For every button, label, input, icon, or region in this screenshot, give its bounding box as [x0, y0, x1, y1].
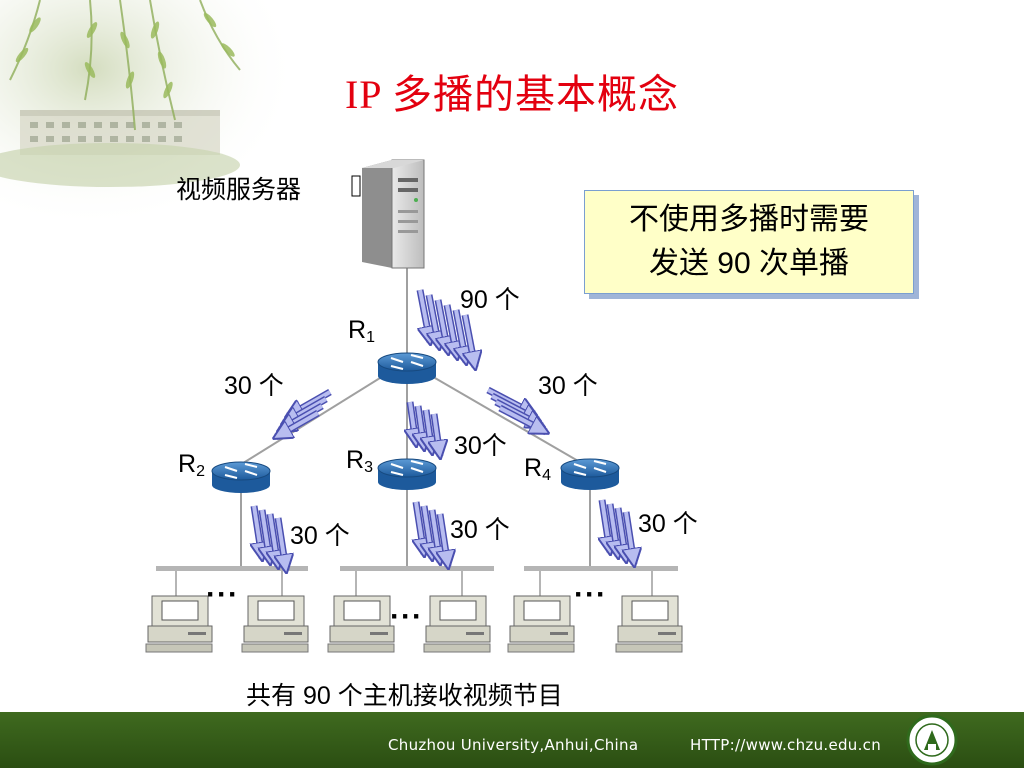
unicast-note-callout: 不使用多播时需要 发送 90 次单播: [584, 190, 914, 294]
network-links: [239, 265, 591, 568]
video-server-icon: [351, 159, 425, 269]
router-r3-icon: [377, 458, 437, 490]
university-seal-icon: [906, 714, 958, 766]
hosts-ellipsis-middle: ···: [390, 600, 423, 633]
flow-r2-to-lan: [254, 505, 286, 570]
footer-bar: [0, 712, 1024, 768]
video-server-label: 视频服务器: [176, 176, 302, 204]
count-r1-to-r3: 30个: [454, 432, 507, 460]
callout-line-1: 不使用多播时需要: [629, 203, 869, 236]
willow-leaves: [15, 12, 235, 99]
flow-r1-to-r4: [486, 386, 546, 436]
count-r1-to-r2: 30 个: [224, 372, 284, 400]
router-r3-label: R3: [346, 446, 373, 476]
count-r4-to-lan: 30 个: [638, 510, 698, 538]
flow-r4-to-lan: [602, 499, 634, 564]
flow-r1-to-r3: [410, 401, 440, 456]
footer-university: Chuzhou University,Anhui,China: [388, 736, 639, 754]
host-computer-5: [507, 595, 575, 653]
router-r4-label: R4: [524, 454, 551, 484]
willow-branches: [9, 0, 241, 131]
slide-title: IP 多播的基本概念: [344, 72, 680, 117]
router-r1-icon: [377, 352, 437, 384]
count-r2-to-lan: 30 个: [290, 522, 350, 550]
host-computer-1: [145, 595, 213, 653]
network-diagram: [145, 159, 683, 653]
host-computer-4: [423, 595, 491, 653]
count-server-to-r1: 90 个: [460, 286, 520, 314]
callout-line-2: 发送 90 次单播: [648, 247, 850, 280]
router-r4-icon: [560, 458, 620, 490]
flow-r3-to-lan: [416, 501, 448, 566]
flow-server-to-r1: [416, 289, 475, 367]
flow-r1-to-r2: [276, 388, 332, 437]
hosts-caption: 共有 90 个主机接收视频节目: [246, 682, 563, 710]
campus-building-image: [0, 110, 240, 187]
hosts-ellipsis-left: ···: [206, 578, 239, 611]
router-r2-icon: [211, 461, 271, 493]
router-r2-label: R2: [178, 450, 205, 480]
count-r3-to-lan: 30 个: [450, 516, 510, 544]
count-r1-to-r4: 30 个: [538, 372, 598, 400]
footer-url: HTTP://www.chzu.edu.cn: [690, 736, 882, 754]
lan-bars: [156, 566, 678, 598]
packet-flows: [254, 289, 634, 570]
host-computer-3: [327, 595, 395, 653]
host-computer-6: [615, 595, 683, 653]
host-computer-2: [241, 595, 309, 653]
router-r1-label: R1: [348, 316, 375, 346]
hosts-ellipsis-right: ···: [574, 578, 607, 611]
